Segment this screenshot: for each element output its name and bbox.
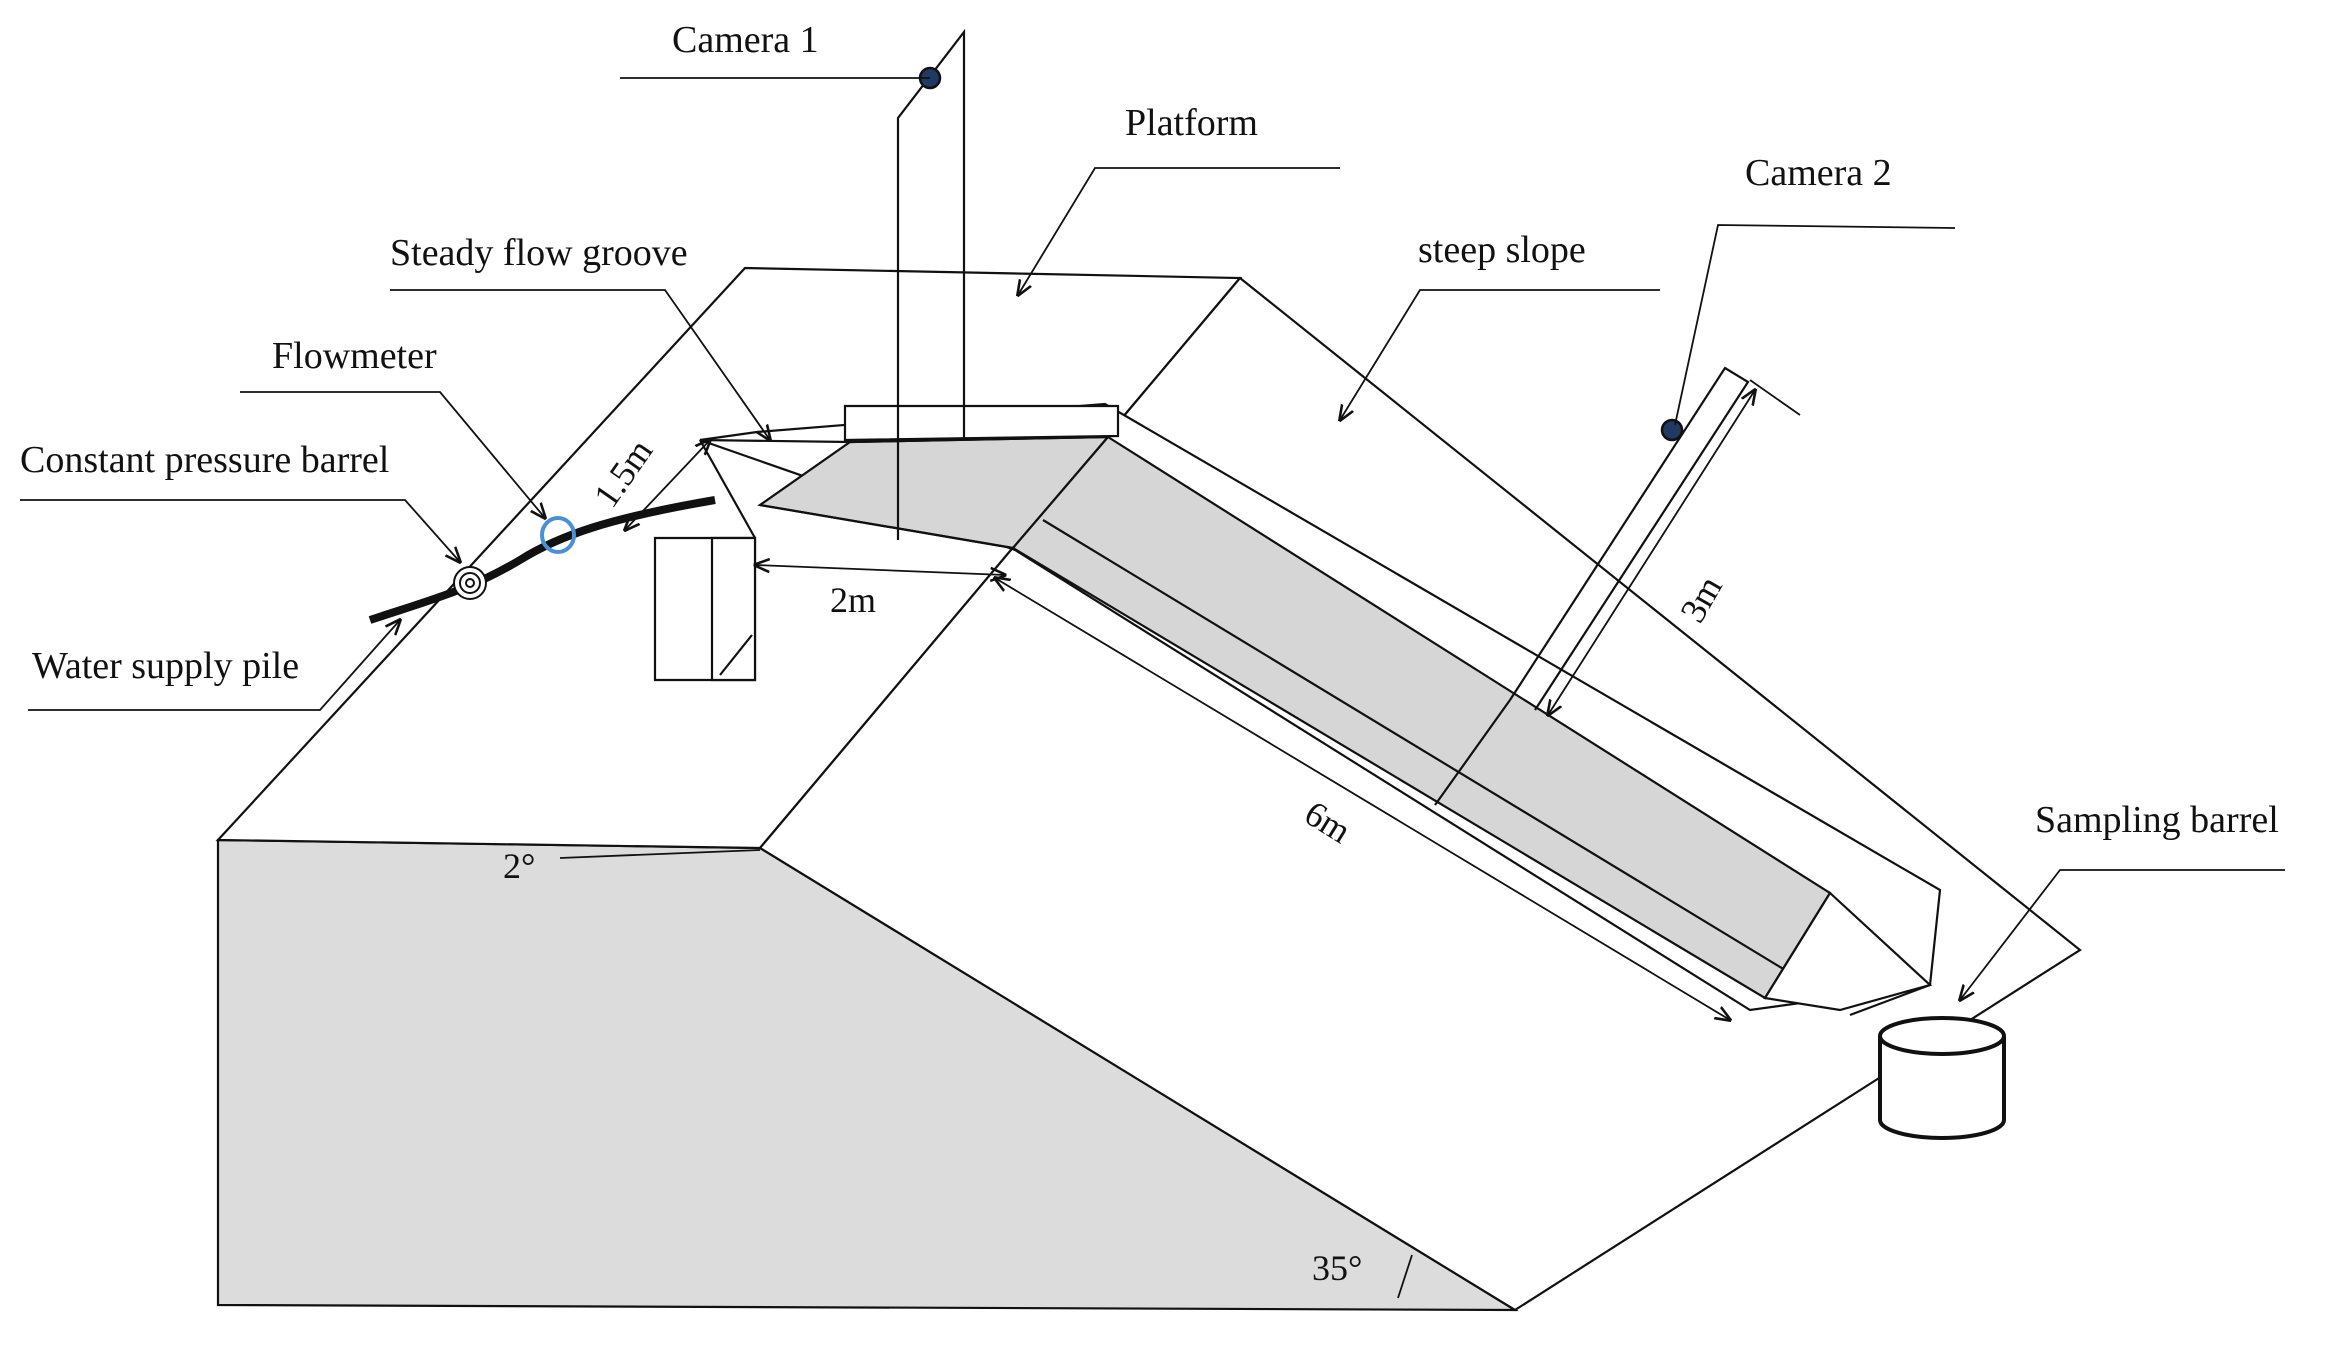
dim-1.5m-line	[625, 440, 710, 530]
camera2-leader	[1674, 224, 1956, 426]
angle-2-leader	[559, 849, 761, 859]
water-supply-pile-leader	[28, 620, 400, 711]
steep-slope-label: steep slope	[1418, 229, 1586, 271]
constant-pressure-barrel-label: Constant pressure barrel	[20, 439, 389, 481]
steady-flow-groove-leader	[390, 289, 770, 440]
constant-pressure-barrel-leader	[20, 499, 460, 562]
plot-platform-edges	[699, 435, 1109, 444]
dim-3m-label: 3m	[1672, 569, 1730, 629]
flowmeter-label: Flowmeter	[272, 335, 437, 377]
outlet-spout	[1849, 983, 1931, 1017]
platform-leader	[1018, 167, 1340, 295]
dim-2m-line	[755, 565, 1005, 575]
camera2-label: Camera 2	[1745, 152, 1892, 194]
camera1-rail	[843, 404, 1120, 442]
constant-pressure-barrel-symbol	[453, 566, 487, 600]
outlet-funnel	[1763, 891, 1933, 1012]
flowmeter-leader	[240, 391, 545, 518]
sampling-barrel-leader	[1960, 869, 2285, 1000]
sampling-barrel-icon	[1878, 1016, 2006, 1140]
dim-3m-line	[1548, 390, 1755, 715]
angle-35-label: 35°	[1312, 1248, 1362, 1288]
camera1-label: Camera 1	[672, 19, 819, 61]
dim-2m-label: 2m	[830, 580, 876, 620]
dim-6m-line	[995, 578, 1730, 1020]
sampling-barrel-label: Sampling barrel	[2035, 799, 2279, 841]
steep-slope-leader	[1340, 289, 1660, 420]
angle-35-mark	[1397, 1254, 1413, 1299]
angle-2-label: 2°	[503, 846, 535, 886]
flowmeter-icon	[540, 516, 576, 554]
platform-label: Platform	[1125, 102, 1258, 144]
dim-3m-ext	[1749, 379, 1801, 416]
groove-box-diagonal	[719, 634, 753, 676]
steady-flow-groove-label: Steady flow groove	[390, 232, 688, 274]
plot-platform-lower-edge	[759, 503, 1014, 550]
camera2-icon	[1660, 418, 1684, 442]
water-supply-pile-label: Water supply pile	[32, 645, 299, 687]
